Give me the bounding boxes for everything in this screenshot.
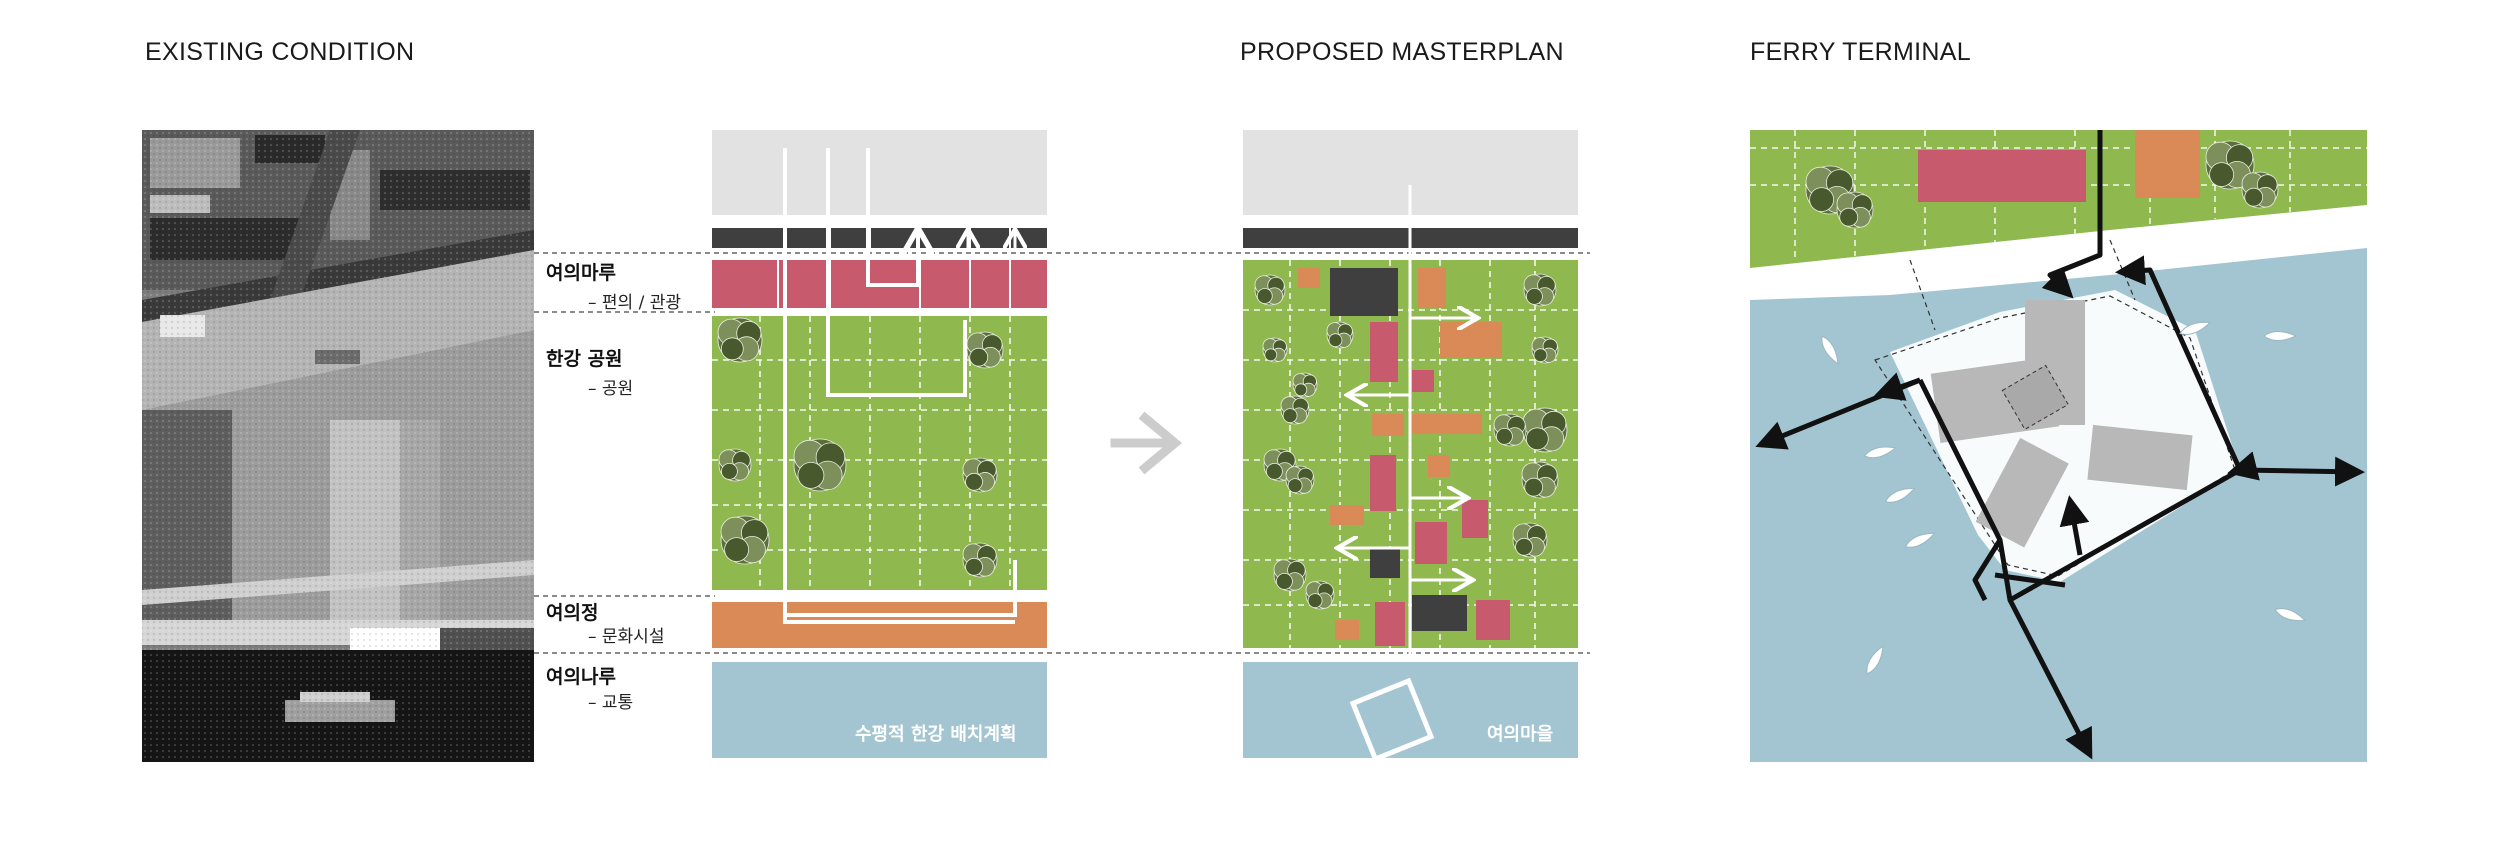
zone-title-yeouimaru: 여의마루	[546, 262, 616, 284]
tree-icon	[1326, 321, 1354, 349]
masterplan-block	[1428, 455, 1450, 477]
zone-sub-yeouimaru: – 편의 / 관광	[588, 293, 681, 313]
zone-title-hangang-park: 한강 공원	[546, 348, 623, 370]
tree-icon	[1262, 337, 1288, 363]
header-proposed-masterplan: PROPOSED MASTERPLAN	[1240, 38, 1564, 66]
tree-icon	[1531, 336, 1559, 364]
tree-icon	[1522, 407, 1568, 453]
tree-icon	[1254, 274, 1286, 306]
ferry-terminal-diagram	[1750, 130, 2367, 762]
proposed-masterplan-diagram	[1243, 130, 1578, 763]
masterplan-block	[1418, 268, 1446, 308]
tree-icon	[717, 317, 763, 363]
tree-icon	[1305, 580, 1335, 610]
tree-icon	[1285, 465, 1315, 495]
zone-sub-hangang-park: – 공원	[588, 379, 634, 399]
masterplan-block	[1370, 322, 1398, 382]
boat-icon	[2263, 331, 2298, 341]
tree-icon	[720, 515, 770, 565]
tree-icon	[1273, 558, 1307, 592]
masterplan-block	[1330, 268, 1398, 316]
masterplan-block	[1370, 548, 1400, 578]
zone-sub-yeouijeong: – 문화시설	[588, 627, 665, 647]
tree-icon	[1512, 522, 1548, 558]
boat-icon	[1821, 335, 1839, 365]
masterplan-block	[1462, 500, 1488, 538]
masterplan-block	[1412, 370, 1434, 392]
zone-sub-yeouinaru: – 교통	[588, 693, 634, 713]
tree-icon	[2241, 171, 2279, 209]
boat-icon	[2274, 608, 2307, 622]
tree-icon	[2205, 140, 2255, 190]
masterplan-block	[1335, 620, 1359, 640]
masterplan-block	[1330, 505, 1364, 525]
zone-title-yeouinaru: 여의나루	[546, 666, 616, 688]
masterplan-block	[1476, 600, 1510, 640]
boat-icon	[1904, 532, 1936, 548]
tree-icon	[1292, 372, 1318, 398]
boat-icon	[2179, 321, 2212, 335]
label-horizontal-plan: 수평적 한강 배치계획	[855, 724, 1017, 745]
tree-icon	[1836, 191, 1874, 229]
tree-icon	[966, 331, 1004, 369]
aerial-photo	[142, 130, 534, 762]
masterplan-block	[1440, 322, 1502, 358]
tree-icon	[1805, 165, 1855, 215]
masterplan-block	[1412, 595, 1467, 631]
header-ferry-terminal: FERRY TERMINAL	[1750, 38, 1971, 66]
label-yeoui-village: 여의마을	[1487, 724, 1554, 745]
boat-icon	[1866, 645, 1884, 675]
tree-icon	[1493, 413, 1527, 447]
masterplan-block	[1412, 414, 1482, 434]
tree-icon	[1523, 273, 1557, 307]
masterplan-block	[1298, 268, 1320, 288]
masterplan-block	[1415, 522, 1447, 564]
masterplan-block	[1375, 602, 1405, 646]
masterplan-block	[1372, 414, 1404, 436]
horizontal-plan-diagram	[712, 130, 1047, 758]
tree-icon	[1521, 461, 1559, 499]
zone-dividers	[534, 252, 1590, 654]
masterplan-block	[1370, 455, 1396, 511]
tree-icon	[718, 448, 752, 482]
boat-icon	[1884, 487, 1916, 503]
header-existing-condition: EXISTING CONDITION	[145, 38, 415, 66]
tree-icon	[962, 457, 998, 493]
tree-icon	[1280, 395, 1310, 425]
arrow-right-icon	[1110, 411, 1183, 475]
zone-title-yeouijeong: 여의정	[546, 602, 599, 624]
tree-icon	[962, 542, 998, 578]
boat-icon	[1863, 446, 1897, 459]
tree-icon	[793, 438, 847, 492]
